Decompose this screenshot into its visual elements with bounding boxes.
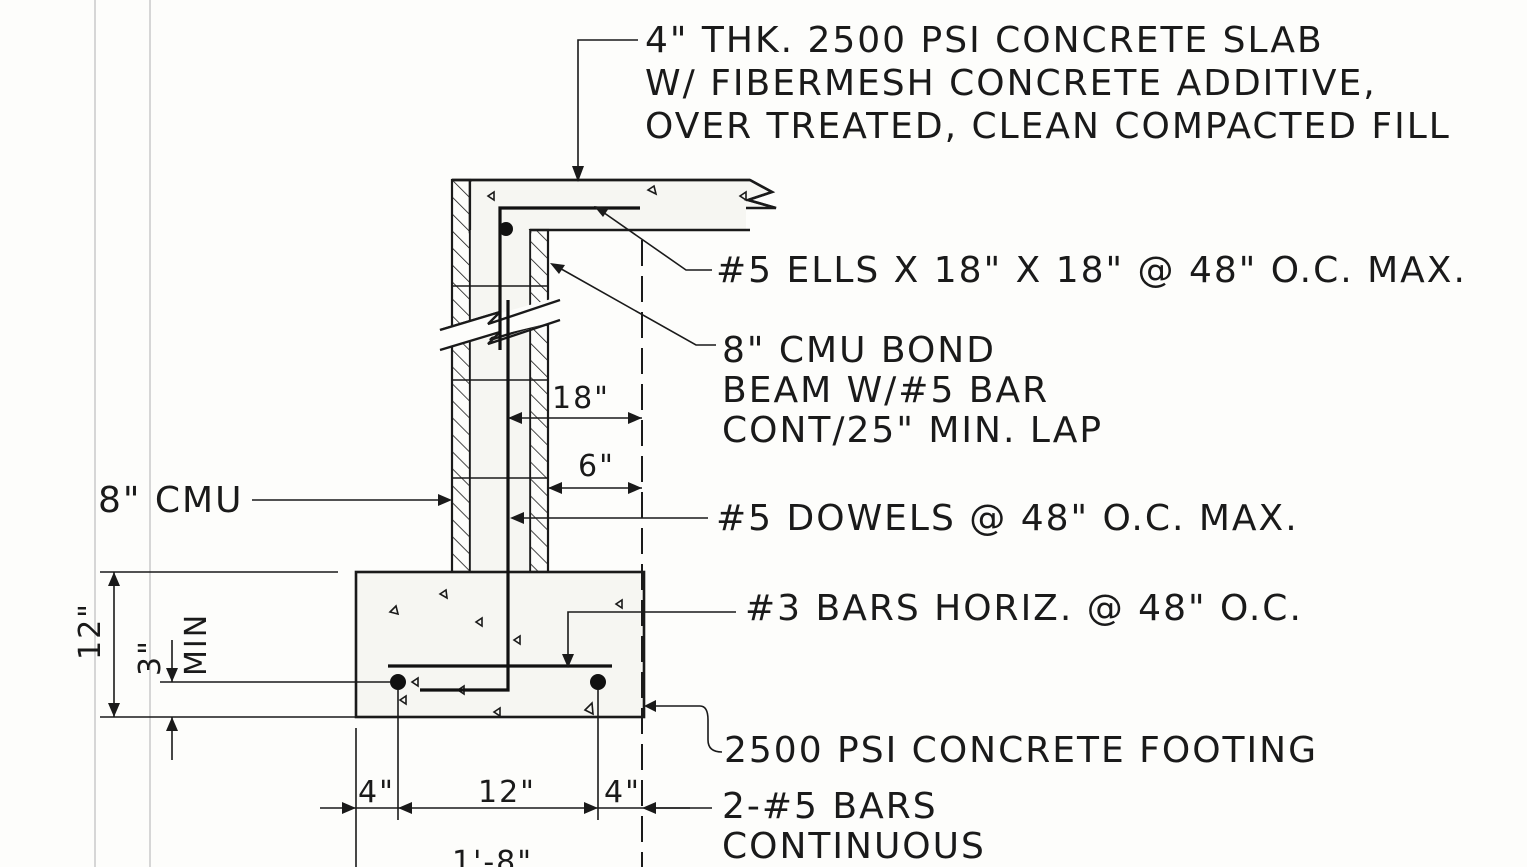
concrete-structure: [354, 178, 777, 719]
concrete-footing: [354, 570, 646, 719]
dim-12-bottom: 12": [478, 775, 536, 810]
reinforcement: [388, 206, 640, 692]
slab-top-fill: [470, 182, 746, 230]
note-bars-line2: CONTINUOUS: [722, 826, 986, 867]
dim-6: 6": [578, 449, 615, 484]
continuous-bar-right: [590, 674, 606, 690]
note-cmu: 8" CMU: [98, 480, 243, 521]
note-bond-line3: CONT/25" MIN. LAP: [722, 410, 1103, 451]
bond-beam-bar: [499, 222, 513, 236]
note-ells: #5 ELLS X 18" X 18" @ 48" O.C. MAX.: [716, 250, 1467, 291]
ell-bar: [498, 206, 640, 350]
dimensions: [100, 380, 690, 867]
leaders: [252, 39, 736, 809]
dim-12-vertical: 12": [73, 602, 108, 660]
dimension-labels: 18" 6" 12" 3" MIN 4" 12" 4" 1'-8": [73, 381, 641, 867]
dim-3: 3": [133, 639, 168, 676]
note-dowels: #5 DOWELS @ 48" O.C. MAX.: [716, 498, 1299, 539]
note-horiz: #3 BARS HORIZ. @ 48" O.C.: [745, 588, 1303, 629]
dim-total: 1'-8": [452, 845, 533, 867]
dim-min: MIN: [179, 613, 214, 676]
note-bond-line1: 8" CMU BOND: [722, 330, 996, 371]
dim-4-right: 4": [604, 775, 641, 810]
note-slab-line1: 4" THK. 2500 PSI CONCRETE SLAB: [645, 20, 1324, 61]
note-bond-line2: BEAM W/#5 BAR: [722, 370, 1049, 411]
cmu-wall-right-shell: [528, 228, 550, 574]
aggregate-marks: [388, 184, 747, 718]
note-footing: 2500 PSI CONCRETE FOOTING: [724, 730, 1318, 771]
note-bars-line1: 2-#5 BARS: [722, 786, 938, 827]
sheet-border: [94, 0, 151, 867]
notes: 4" THK. 2500 PSI CONCRETE SLAB W/ FIBERM…: [98, 20, 1467, 867]
continuous-bar-left: [390, 674, 406, 690]
note-slab-line2: W/ FIBERMESH CONCRETE ADDITIVE,: [645, 63, 1377, 104]
dim-18: 18": [552, 381, 610, 416]
dowel-bar: [420, 300, 510, 692]
dim-4-left: 4": [358, 775, 395, 810]
note-slab-line3: OVER TREATED, CLEAN COMPACTED FILL: [645, 106, 1451, 147]
cmu-wall-left-shell: [450, 178, 472, 574]
